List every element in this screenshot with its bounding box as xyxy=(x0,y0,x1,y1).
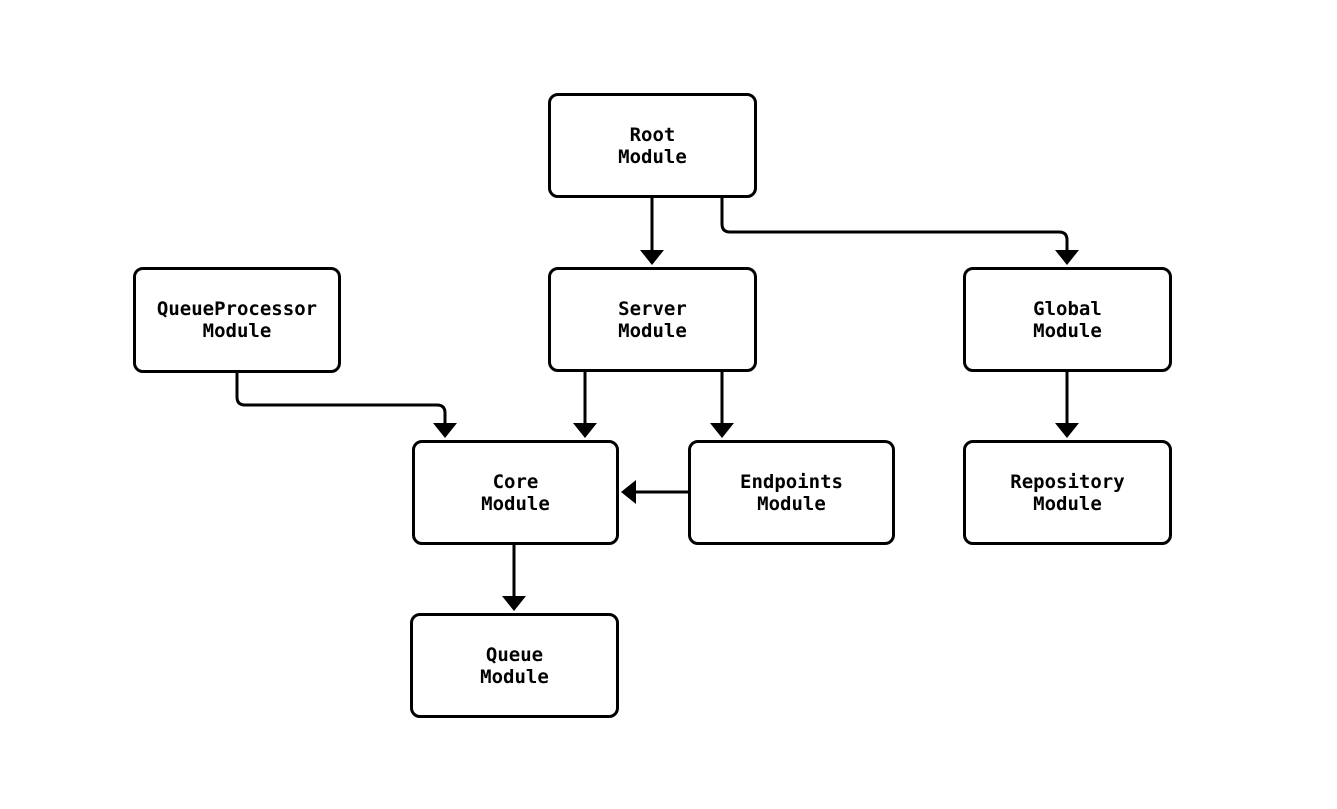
node-server-module: Server Module xyxy=(548,267,757,372)
node-repository-module: Repository Module xyxy=(963,440,1172,545)
node-label: Repository Module xyxy=(1010,470,1125,515)
node-label: Global Module xyxy=(1033,297,1102,342)
node-label: Endpoints Module xyxy=(740,470,843,515)
node-label: Server Module xyxy=(618,297,687,342)
node-label: Core Module xyxy=(481,470,550,515)
node-label: Root Module xyxy=(618,123,687,168)
node-global-module: Global Module xyxy=(963,267,1172,372)
node-queue-module: Queue Module xyxy=(410,613,619,718)
node-label: QueueProcessor Module xyxy=(156,298,318,342)
node-queueprocessor-module: QueueProcessor Module xyxy=(133,267,341,373)
node-label: Queue Module xyxy=(480,643,549,688)
edge-root-to-global xyxy=(720,198,1079,265)
node-core-module: Core Module xyxy=(412,440,619,545)
node-endpoints-module: Endpoints Module xyxy=(688,440,895,545)
edge-queueprocessor-to-core xyxy=(235,373,457,438)
node-root-module: Root Module xyxy=(548,93,757,198)
